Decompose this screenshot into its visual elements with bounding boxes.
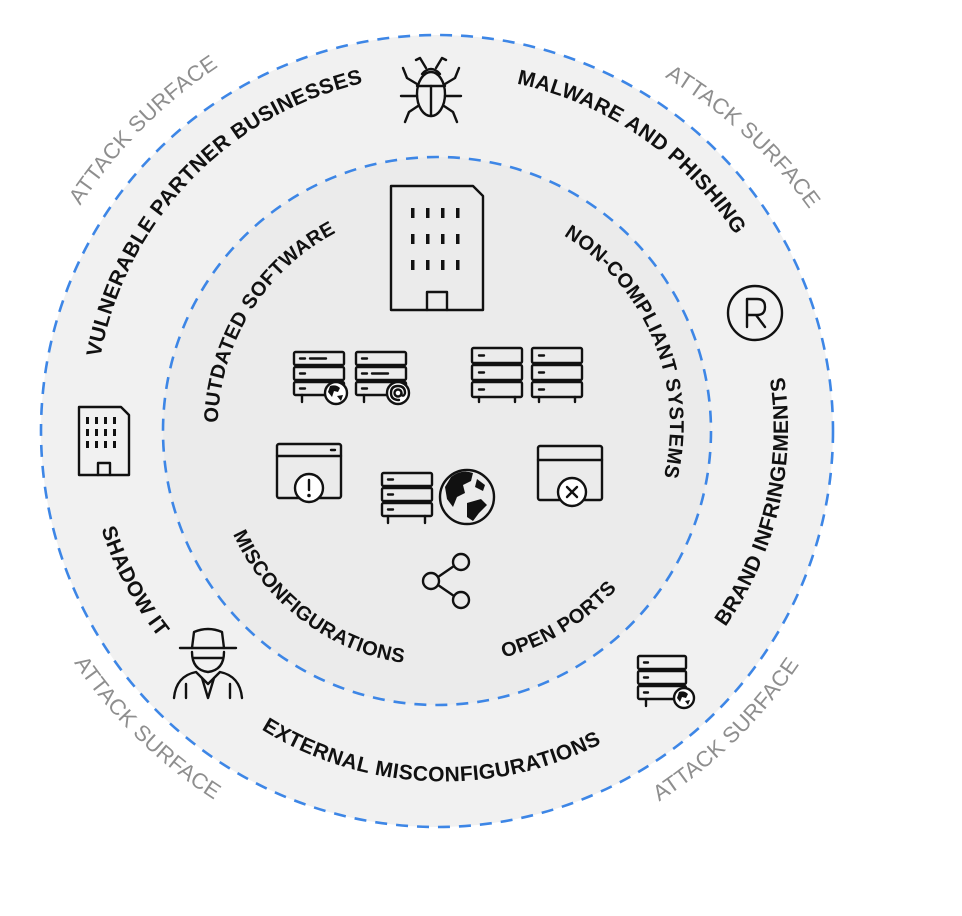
server-globe-center-icon [380, 468, 496, 526]
share-nodes-icon [421, 552, 471, 610]
outer-dashed-ring [39, 33, 835, 829]
server-globe-mail-icon [292, 350, 411, 406]
bug-icon [399, 56, 463, 124]
inner-dashed-ring [161, 155, 713, 707]
window-warning-icon [275, 442, 343, 504]
window-error-icon [536, 444, 604, 508]
small-building-icon [77, 405, 131, 477]
inner-circle-background [163, 157, 711, 705]
server-globe-outer-icon [636, 654, 696, 710]
office-building-icon [389, 184, 485, 312]
server-rack-icon [470, 346, 584, 404]
registered-trademark-icon [726, 284, 784, 342]
hacker-spy-icon [172, 627, 244, 700]
